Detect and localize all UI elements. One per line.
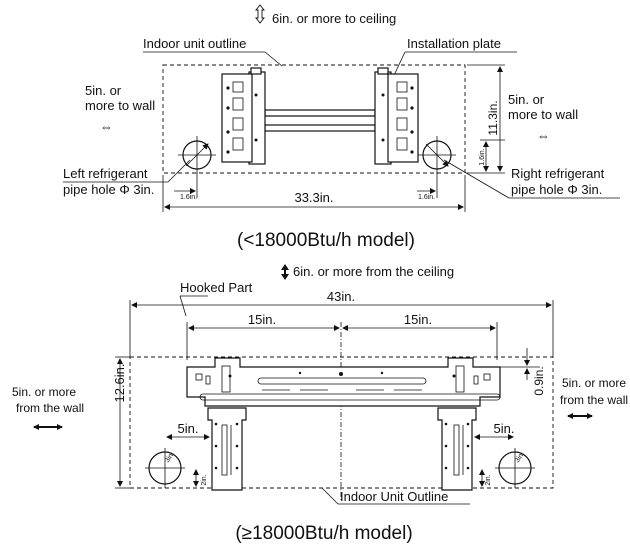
- top-height-dim: 11.3in.: [486, 100, 500, 135]
- bottom-left-wall-label-2: from the wall: [16, 401, 84, 415]
- bottom-right-wall-label-2: from the wall: [560, 393, 628, 407]
- top-plate-crossbar: [264, 109, 376, 117]
- bottom-diagram: 6in. or more from the ceiling Hooked Par…: [12, 264, 628, 544]
- top-indoor-outline: [162, 64, 466, 174]
- bottom-left-hole-height: 2in.: [201, 474, 208, 485]
- bottom-left-pipe-hole-icon: [145, 448, 185, 488]
- top-indoor-outline-label: Indoor unit outline: [143, 36, 246, 51]
- top-right-hole-label-1: Right refrigerant: [511, 166, 605, 181]
- top-side-offset: 1.6in.: [479, 148, 486, 165]
- top-right-offset: 1.6in.: [418, 194, 435, 201]
- top-ceiling-label: 6in. or more to ceiling: [272, 11, 396, 26]
- top-left-hole-label-2: pipe hole Φ 3in.: [63, 182, 154, 197]
- bottom-right-pipe-hole-icon: [495, 448, 535, 488]
- bottom-left-hole-dia: 3in.: [164, 451, 176, 464]
- bottom-right-hole-dim: 5in.: [494, 421, 515, 436]
- top-left-offset: 1.6in.: [180, 194, 197, 201]
- bottom-width-dim: 43in.: [327, 289, 355, 304]
- bottom-right-hole-dia: 3in.: [514, 451, 526, 464]
- bottom-plate-right-leg: [437, 407, 477, 491]
- top-plate-right: [374, 67, 419, 165]
- bottom-right-span: 15in.: [404, 312, 432, 327]
- top-caption: (<18000Btu/h model): [237, 230, 415, 251]
- bottom-plate-left-leg: [207, 407, 247, 491]
- top-width-dim: 33.3in.: [294, 190, 333, 205]
- bottom-top-offset: 0.9in.: [532, 366, 546, 395]
- top-right-pipe-hole-icon: [418, 136, 456, 174]
- bottom-left-span: 15in.: [248, 312, 276, 327]
- top-left-hole-label-1: Left refrigerant: [63, 166, 148, 181]
- top-right-wall-arrow-icon: ⇔: [537, 128, 550, 143]
- bottom-right-wall-label-1: 5in. or more: [562, 376, 626, 390]
- top-right-wall-label-2: more to wall: [508, 107, 578, 122]
- top-diagram: 6in. or more to ceiling Indoor unit outl…: [63, 4, 620, 251]
- bottom-caption: (≥18000Btu/h model): [235, 523, 412, 544]
- bottom-ceiling-label: 6in. or more from the ceiling: [293, 264, 454, 279]
- top-plate-left: [221, 67, 266, 165]
- top-left-wall-arrow-icon: ⇔: [100, 119, 113, 134]
- top-right-wall-label-1: 5in. or: [508, 92, 545, 107]
- bottom-outline-label: Indoor Unit Outline: [340, 489, 448, 504]
- bottom-right-hole-height: 2in.: [485, 474, 492, 485]
- ceiling-arrow-icon: [255, 4, 265, 24]
- top-installation-plate-label: Installation plate: [407, 36, 501, 51]
- bottom-indoor-outline: [129, 356, 554, 489]
- hooked-part-label: Hooked Part: [180, 280, 253, 295]
- top-left-pipe-hole-icon: [178, 136, 216, 174]
- top-left-wall-label-2: more to wall: [85, 98, 155, 113]
- top-right-hole-label-2: pipe hole Φ 3in.: [511, 182, 602, 197]
- bottom-height-dim: 12.6in.: [112, 363, 127, 402]
- bottom-ceiling-arrow-icon: [281, 264, 289, 280]
- top-left-wall-label-1: 5in. or: [85, 83, 122, 98]
- bottom-plate: [186, 357, 501, 407]
- bottom-left-hole-dim: 5in.: [178, 421, 199, 436]
- bottom-left-wall-label-1: 5in. or more: [12, 385, 76, 399]
